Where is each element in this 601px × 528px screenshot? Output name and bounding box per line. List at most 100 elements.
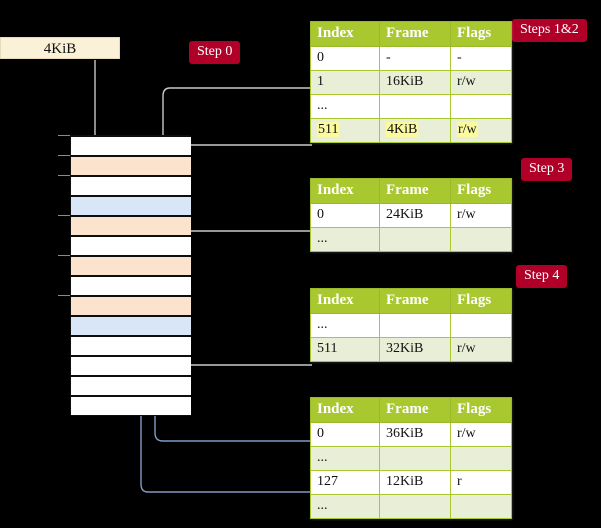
table-cell-flags: r — [450, 470, 512, 495]
table-cell-frame: 16KiB — [379, 70, 451, 95]
memory-frame-row — [71, 396, 191, 416]
table-cell-frame: - — [379, 46, 451, 71]
column-header-frame: Frame — [379, 397, 451, 423]
table-cell-index: 127 — [310, 470, 380, 495]
source-frame-box: 4KiB — [0, 37, 120, 59]
table-row: ... — [310, 227, 512, 252]
table-cell-index: 0 — [310, 46, 380, 71]
badge-step-3: Step 3 — [521, 158, 573, 181]
table-cell-index: ... — [310, 94, 380, 119]
table-cell-flags — [450, 94, 512, 119]
table-cell-flags — [450, 446, 512, 471]
column-header-flags: Flags — [450, 288, 512, 314]
table-cell-flags: r/w — [450, 203, 512, 228]
table-cell-flags: r/w — [450, 422, 512, 447]
memory-frame-row — [71, 256, 191, 276]
memory-row-tick — [58, 175, 70, 176]
table-cell-index: 0 — [310, 203, 380, 228]
memory-frame-row — [71, 156, 191, 176]
memory-frame-row — [71, 196, 191, 216]
table-cell-flags — [450, 227, 512, 252]
column-header-frame: Frame — [379, 288, 451, 314]
table-cell-frame: 36KiB — [379, 422, 451, 447]
table-row: ... — [310, 313, 512, 338]
column-header-index: Index — [310, 288, 380, 314]
table-cell-index: ... — [310, 446, 380, 471]
physical-memory-column — [70, 135, 191, 416]
table-cell-flags — [450, 313, 512, 338]
table-cell-frame: 32KiB — [379, 337, 451, 362]
table-cell-frame: 12KiB — [379, 470, 451, 495]
table-cell-index: ... — [310, 494, 380, 519]
wire-l2-row0-to-frame — [182, 230, 312, 262]
table-row: 0-- — [310, 46, 512, 71]
table-cell-flags: - — [450, 46, 512, 71]
table-cell-frame — [379, 494, 451, 519]
column-header-index: Index — [310, 21, 380, 47]
table-cell-index: 1 — [310, 70, 380, 95]
memory-frame-row — [71, 236, 191, 256]
memory-row-tick — [58, 155, 70, 156]
highlighted-value: 4KiB — [386, 122, 419, 137]
table-row: ... — [310, 494, 512, 519]
memory-frame-row — [71, 376, 191, 396]
wire-l3-row511-to-frame — [173, 306, 312, 366]
table-cell-index: ... — [310, 227, 380, 252]
highlighted-value: 511 — [317, 122, 340, 137]
column-header-flags: Flags — [450, 397, 512, 423]
column-header-index: Index — [310, 397, 380, 423]
table-cell-flags: r/w — [450, 118, 512, 143]
memory-frame-row — [71, 316, 191, 336]
table-row: 511 4KiB r/w — [310, 118, 512, 143]
memory-frame-row — [71, 136, 191, 156]
column-header-frame: Frame — [379, 21, 451, 47]
memory-frame-row — [71, 276, 191, 296]
column-header-flags: Flags — [450, 178, 512, 204]
highlighted-value: r/w — [457, 122, 478, 137]
table-cell-index: 511 — [310, 118, 380, 143]
table-cell-frame — [379, 94, 451, 119]
memory-frame-row — [71, 176, 191, 196]
table-row: ... — [310, 446, 512, 471]
column-header-frame: Frame — [379, 178, 451, 204]
table-cell-frame — [379, 313, 451, 338]
table-cell-frame — [379, 227, 451, 252]
table-cell-frame: 24KiB — [379, 203, 451, 228]
memory-row-tick — [58, 135, 70, 136]
table-row: ... — [310, 94, 512, 119]
table-cell-flags: r/w — [450, 70, 512, 95]
table-cell-frame: 4KiB — [379, 118, 451, 143]
memory-frame-row — [71, 356, 191, 376]
table-cell-index: ... — [310, 313, 380, 338]
memory-frame-row — [71, 216, 191, 236]
table-cell-frame — [379, 446, 451, 471]
table-cell-flags — [450, 494, 512, 519]
memory-row-tick — [58, 255, 70, 256]
column-header-flags: Flags — [450, 21, 512, 47]
table-cell-index: 0 — [310, 422, 380, 447]
memory-row-tick — [58, 215, 70, 216]
memory-frame-row — [71, 296, 191, 316]
source-frame-label: 4KiB — [43, 41, 77, 57]
badge-step-4: Step 4 — [516, 265, 568, 288]
memory-row-tick — [58, 295, 70, 296]
wire-l1-row511-to-frame — [182, 144, 312, 242]
badge-step-0: Step 0 — [189, 41, 241, 64]
badge-steps-1-2: Steps 1&2 — [512, 19, 587, 42]
table-cell-index: 511 — [310, 337, 380, 362]
column-header-index: Index — [310, 178, 380, 204]
memory-frame-row — [71, 336, 191, 356]
